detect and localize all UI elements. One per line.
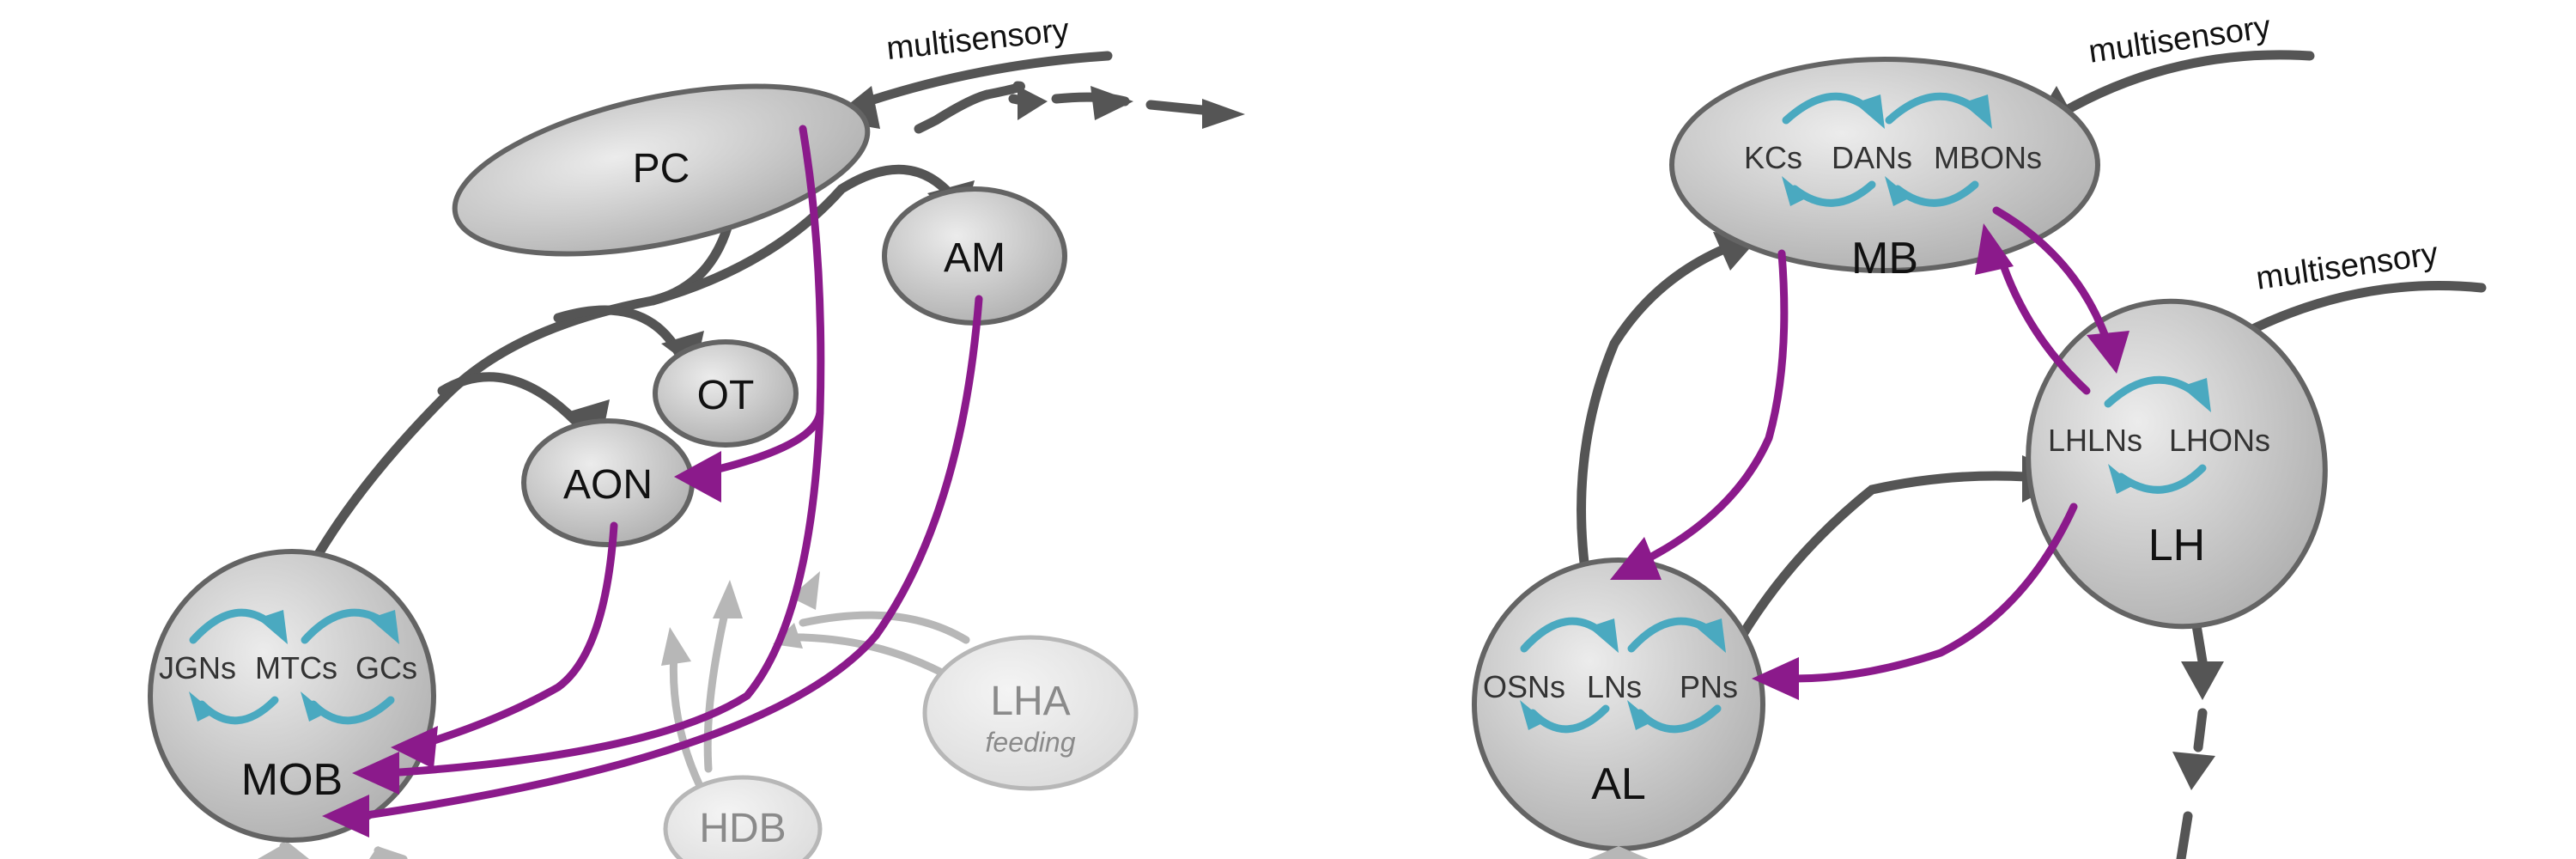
mbons-label: MBONs [1934, 140, 2042, 175]
feedback-arrowheads-right [1610, 223, 2129, 700]
gcs-label: GCs [355, 650, 417, 685]
pns-feedback-arrowhead [1752, 657, 1799, 700]
feedback-pathways-right [1636, 206, 2112, 683]
feedback-pathways-left [356, 125, 983, 820]
ot-label: OT [697, 373, 755, 418]
mob-node [148, 549, 436, 843]
hdb-node [663, 775, 823, 859]
faded-arrowheads [258, 571, 820, 859]
aon-feedback-arrowhead [674, 451, 721, 503]
multisensory-to-mb-path [2051, 50, 2315, 121]
al-label: AL [1591, 759, 1646, 809]
faded-al-input-arrowhead [1589, 846, 1649, 859]
mob-to-pc-path [308, 192, 739, 568]
hdb-label: HDB [699, 806, 786, 851]
kcs-label: KCs [1744, 140, 1802, 175]
lns-label: LNs [1587, 669, 1642, 704]
lh-feedback-arrowhead [2087, 331, 2129, 374]
multisensory-to-lh-path [2227, 281, 2487, 344]
mob-feedback-arrowhead-3 [322, 795, 369, 838]
al-local-arrowheads [1520, 618, 1726, 730]
lh-output-dash-2 [2193, 708, 2208, 752]
lhlns-label: LHLNs [2048, 423, 2142, 458]
lh-to-pns-feedback [1790, 503, 2078, 683]
jgns-label: JGNs [159, 650, 236, 685]
am-label: AM [944, 235, 1005, 281]
mob-to-aon-path [437, 372, 580, 426]
lh-output-arrowhead-2 [2172, 752, 2215, 790]
lha-node [922, 635, 1139, 791]
pc-output-dashed-path [914, 89, 993, 134]
mbon-feedback-arrowhead [1975, 223, 2014, 275]
ot-node [653, 339, 799, 448]
mb-local-arrowheads [1782, 94, 1992, 206]
al-feedback-arrowhead [1610, 537, 1662, 580]
al-to-mb-path [1577, 240, 1740, 568]
osns-label: OSNs [1483, 669, 1565, 704]
mob-feedback-arrowhead-2 [352, 752, 399, 795]
mtcs-label: MTCs [255, 650, 337, 685]
pns-label: PNs [1680, 669, 1738, 704]
lha-sublabel: feeding [986, 727, 1076, 758]
lh-output-arrowhead-1 [2181, 661, 2224, 700]
mob-to-ot-path [553, 305, 683, 357]
dashed-output-arrowhead-3 [1018, 86, 1048, 120]
al-to-lh-path [1729, 471, 2032, 654]
multisensory-to-pc-path [858, 51, 1113, 108]
lhons-label: LHONs [2169, 423, 2270, 458]
pc-output-dash-1 [982, 81, 1025, 100]
pc-node [452, 83, 871, 257]
mb-to-al-feedback [1636, 249, 1789, 567]
mb-label: MB [1851, 234, 1918, 283]
mob-to-am-path [647, 164, 958, 306]
dashed-output-arrowhead-2 [1202, 99, 1245, 129]
dans-label: DANs [1832, 140, 1912, 175]
pc-to-mob-feedback [382, 408, 824, 777]
dashed-output-arrowhead-1 [1091, 86, 1133, 120]
aon-to-mob-feedback [408, 521, 618, 752]
mob-feedback-arrowhead-1 [391, 726, 438, 769]
left-panel: PC AM OT AON JGNs MTCs GCs MOB [148, 12, 1245, 859]
pc-to-aon-feedback [700, 125, 825, 477]
lh-output-dash-3 [2176, 811, 2193, 859]
feedback-arrowheads-left [322, 451, 721, 838]
lha-label: LHA [990, 679, 1070, 724]
aon-label: AON [563, 462, 653, 508]
mob-local-arrowheads [189, 610, 399, 722]
pc-label: PC [633, 146, 690, 192]
lh-label: LH [2148, 521, 2205, 570]
excitatory-pathways-right [1577, 50, 2487, 859]
lh-node [2026, 298, 2328, 630]
lh-to-mbon-feedback [1996, 253, 2091, 395]
am-to-mob-feedback [356, 295, 983, 820]
mob-label: MOB [241, 755, 343, 805]
lh-local-arrowheads [2108, 378, 2211, 494]
mb-node [1669, 57, 2100, 273]
multisensory-label-mb: multisensory [2087, 9, 2273, 70]
mbon-to-lh-feedback [1992, 206, 2112, 348]
right-panel: KCs DANs MBONs MB LHLNs LHONs LH [1472, 9, 2487, 859]
